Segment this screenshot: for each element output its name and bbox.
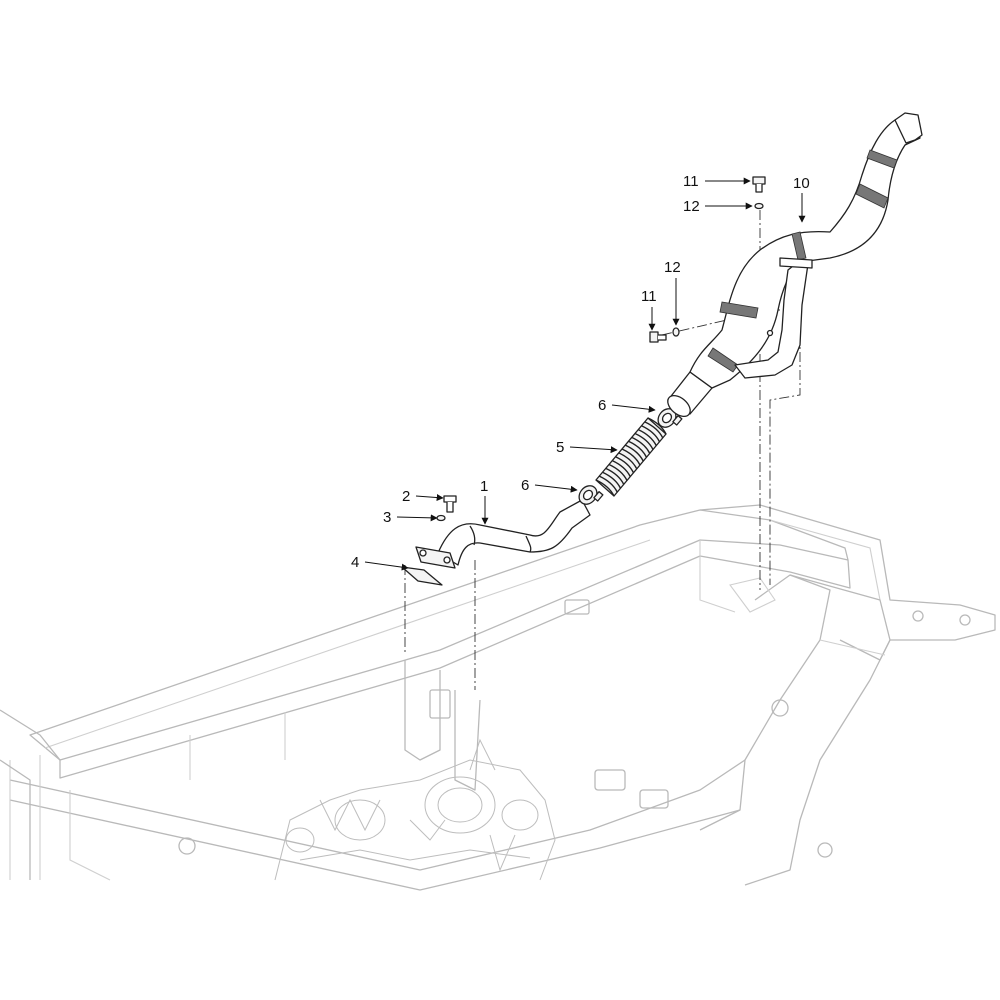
- flex-pipe-rib: [602, 471, 622, 489]
- bracket-washer-upper: [754, 202, 764, 210]
- flex-pipe: [595, 417, 667, 497]
- callouts: 1 2 3 4 5 6 6 10 11 12 12 11: [351, 173, 810, 571]
- callout-4: 4: [351, 554, 359, 571]
- flex-pipe-rib: [611, 459, 631, 477]
- callout-5: 5: [556, 439, 564, 456]
- flex-pipe-rib: [618, 452, 638, 470]
- flex-pipe-rib: [628, 440, 648, 458]
- callout-12-upper: 12: [683, 198, 700, 215]
- bracket-bolt-upper: [752, 176, 766, 193]
- flex-pipe-rib: [637, 428, 657, 446]
- flange-bolt: [443, 495, 457, 513]
- flex-pipe-rib: [598, 475, 618, 493]
- flex-pipe-rib: [621, 448, 641, 466]
- engine-assembly: [274, 738, 556, 881]
- flex-pipe-rib: [624, 444, 644, 462]
- callout-6-upper: 6: [598, 397, 606, 414]
- flex-pipe-rib: [631, 436, 651, 454]
- bracket-washer-lower: [672, 327, 680, 337]
- bracket-bolt-lower: [649, 331, 667, 343]
- flex-pipe-rib: [595, 479, 615, 497]
- callout-12-lower: 12: [664, 259, 681, 276]
- callout-10: 10: [793, 175, 810, 192]
- flex-pipe-rib: [605, 467, 625, 485]
- callout-11-upper: 11: [683, 173, 699, 190]
- callout-1: 1: [480, 478, 488, 495]
- flex-pipe-rib: [634, 432, 654, 450]
- front-exhaust-pipe: [415, 499, 591, 569]
- callout-6-lower: 6: [521, 477, 529, 494]
- flex-pipe-rib: [615, 456, 635, 474]
- flange-washer: [436, 514, 446, 522]
- flex-pipe-rib: [608, 463, 628, 481]
- flange-gasket: [401, 566, 443, 586]
- vehicle-frame: [0, 504, 996, 891]
- flex-pipe-rib: [644, 421, 664, 439]
- callout-2: 2: [402, 488, 410, 505]
- callout-3: 3: [383, 509, 391, 526]
- flex-pipe-rib: [641, 425, 661, 443]
- hose-clamp-lower: [578, 485, 604, 505]
- callout-11-lower: 11: [641, 288, 657, 305]
- muffler-tailpipe: [667, 112, 923, 418]
- hose-clamp-upper: [657, 408, 683, 428]
- flex-pipe-rib: [647, 417, 667, 435]
